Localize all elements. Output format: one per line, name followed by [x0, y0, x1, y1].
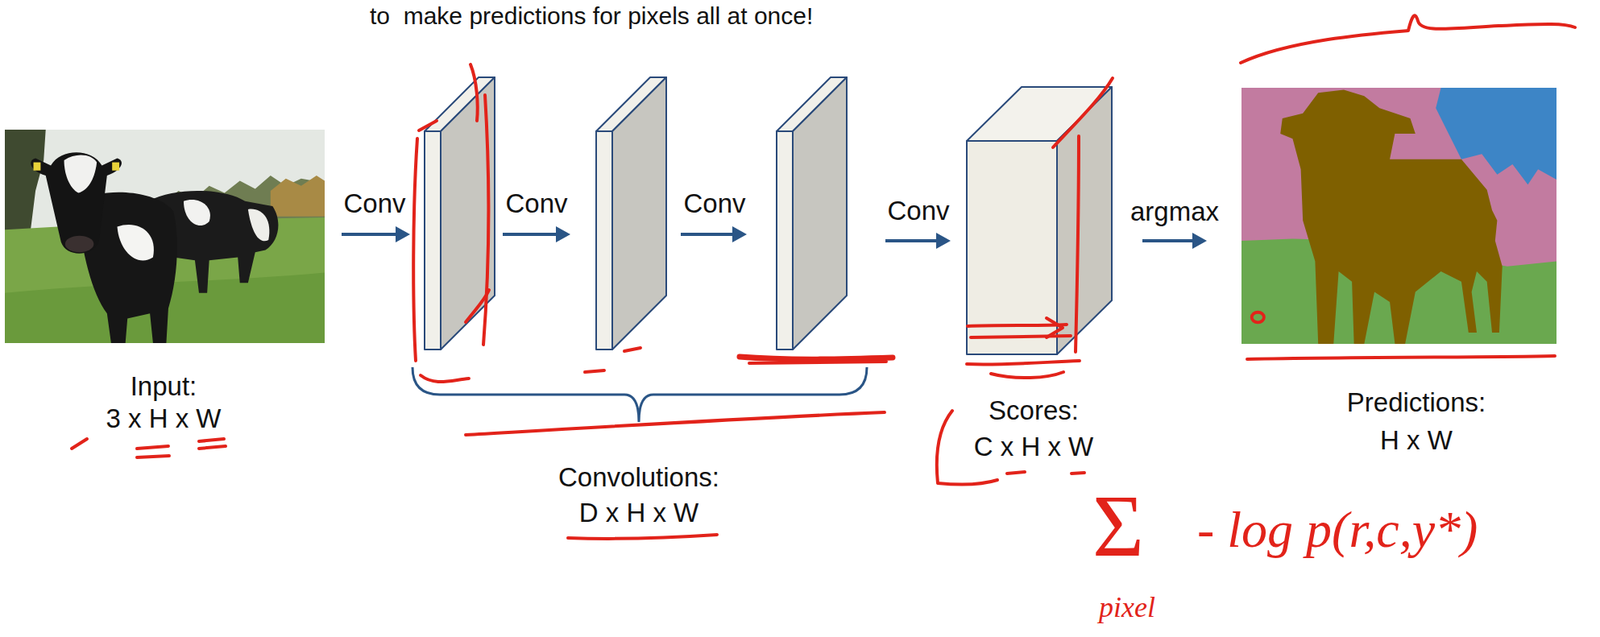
score-volume-node: Scores:C x H x W [965, 86, 1113, 356]
slide-title: to make predictions for pixels all at on… [369, 1, 813, 31]
node-dimension: C x H x W [974, 431, 1094, 464]
arrow-shaft [1142, 239, 1194, 243]
conv-label: Conv [343, 187, 406, 220]
edge-label: argmax [1130, 195, 1219, 228]
node-dimension: H x W [1380, 424, 1453, 457]
cow-photo [4, 129, 325, 344]
group-label: D x H x W [579, 497, 699, 530]
arrow-head [1192, 232, 1207, 249]
feature-slab [776, 77, 847, 350]
feature-slab [596, 77, 667, 350]
node-dimension: 3 x H x W [105, 402, 221, 436]
segmentation-map [1241, 87, 1557, 345]
group-bracket [412, 367, 867, 423]
node-heading: Predictions: [1347, 386, 1486, 419]
conv-label: Conv [505, 187, 568, 220]
ink-note: pixel [1098, 592, 1156, 625]
prediction-image: Predictions:H x W [1241, 87, 1557, 345]
node-heading: Scores: [988, 394, 1079, 427]
conv-arrow [502, 226, 571, 243]
ink-formula: - log p(r,c,y*) [1197, 504, 1478, 556]
score-volume [965, 86, 1113, 356]
conv-label: Conv [683, 187, 746, 220]
ink-sum: Σ [1092, 481, 1145, 571]
conv-arrow [885, 232, 951, 249]
input-image: Input:3 x H x W [4, 129, 325, 344]
feature-slab [424, 77, 495, 350]
conv-arrow [341, 226, 411, 243]
conv-label: Conv [887, 194, 950, 228]
node-heading: Input: [130, 370, 198, 403]
group-label: Convolutions: [558, 461, 720, 494]
flow-arrow [1142, 232, 1207, 249]
conv-arrow [680, 226, 747, 243]
